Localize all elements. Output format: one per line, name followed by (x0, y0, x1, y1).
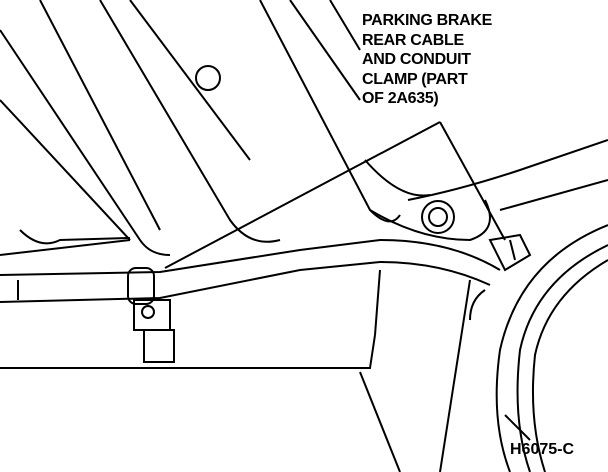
cable-conduit (0, 238, 501, 303)
callout-label: PARKING BRAKE REAR CABLE AND CONDUIT CLA… (362, 11, 492, 109)
callout-leaders (164, 121, 506, 269)
left-cable-clamp (127, 267, 175, 363)
upper-bolt (195, 65, 221, 91)
brake-backing-plate (439, 224, 608, 472)
floor-edges (0, 269, 531, 472)
callout-line: OF 2A635) (362, 90, 439, 107)
callout-line: CLAMP (PART (362, 70, 468, 88)
underbody-panels (0, 0, 608, 256)
right-cable-clamp (488, 233, 532, 272)
callout-line: PARKING BRAKE (362, 12, 493, 29)
mounting-bolt (421, 200, 455, 234)
callout-line: AND CONDUIT (362, 51, 471, 68)
callout-line: REAR CABLE (362, 31, 464, 49)
figure-id: H6075-C (510, 441, 575, 458)
